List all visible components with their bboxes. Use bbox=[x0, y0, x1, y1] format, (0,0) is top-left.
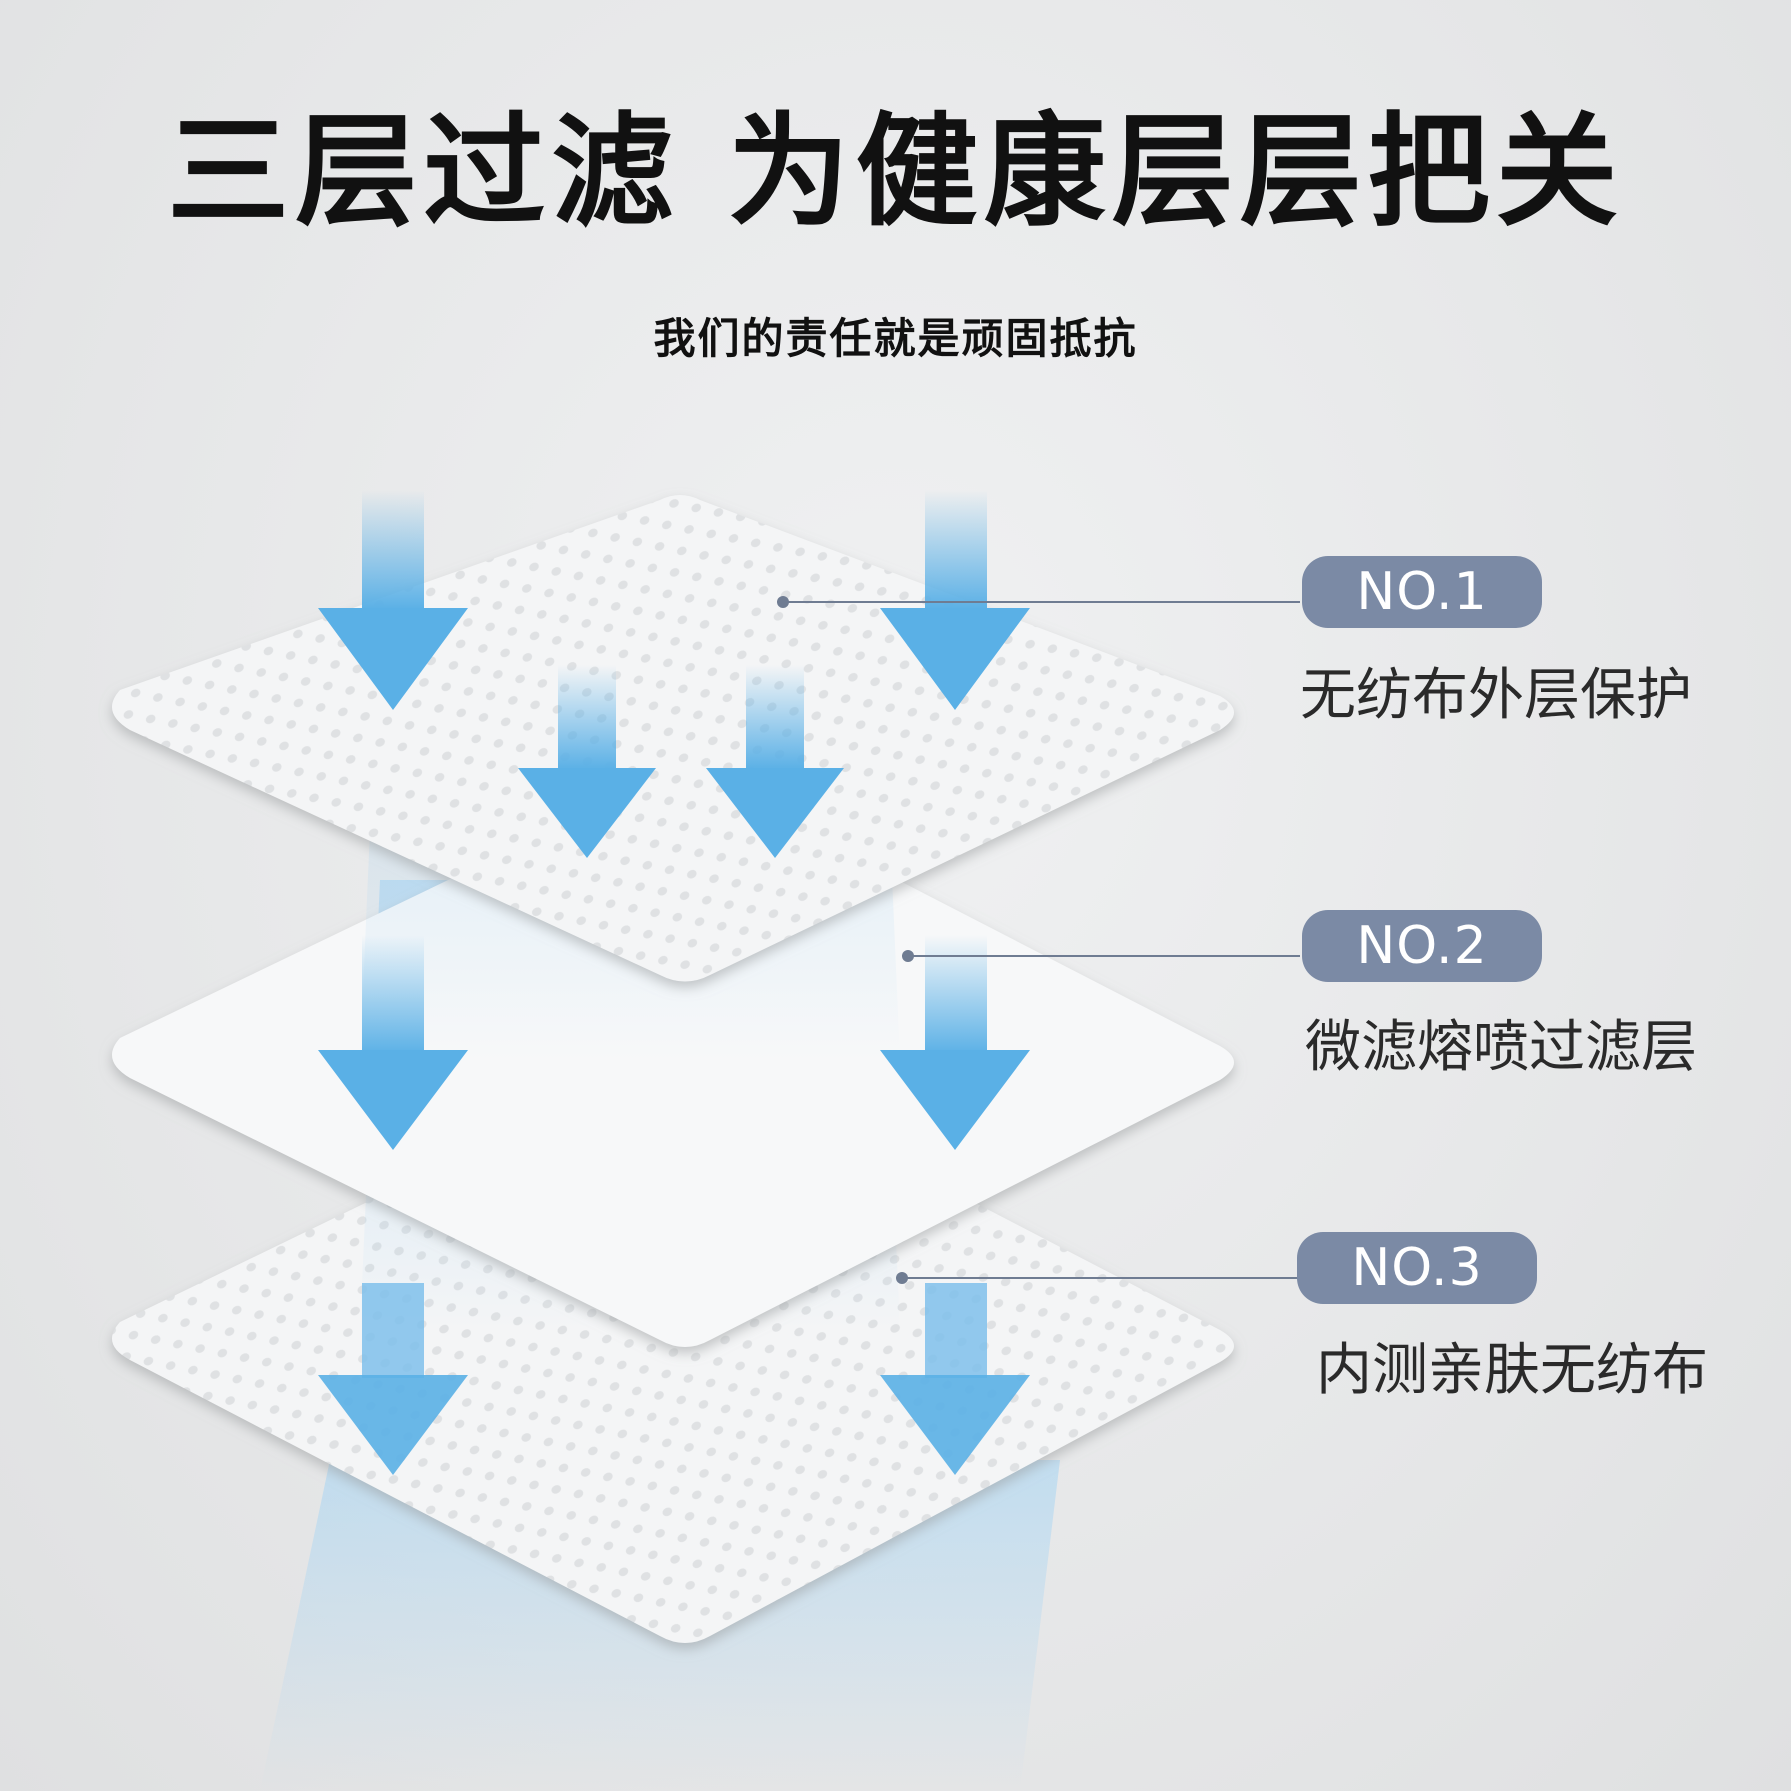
arrow-icon bbox=[880, 1283, 1030, 1475]
flow-arrows bbox=[318, 490, 1030, 1475]
arrow-icon bbox=[318, 935, 468, 1150]
page-subtitle: 我们的责任就是顽固抵抗 bbox=[653, 314, 1138, 363]
leader-lines bbox=[777, 596, 1300, 1284]
arrow-icon bbox=[318, 490, 468, 710]
layer-3-badge: NO.3 bbox=[1297, 1232, 1537, 1304]
layer-3-label: 内测亲肤无纺布 bbox=[1316, 1338, 1708, 1403]
layer-1-sheet bbox=[112, 495, 1234, 982]
layer-1-badge: NO.1 bbox=[1302, 556, 1542, 628]
layer-2-label: 微滤熔喷过滤层 bbox=[1305, 1015, 1697, 1080]
page-title: 三层过滤 为健康层层把关 bbox=[167, 101, 1624, 243]
arrow-icon bbox=[518, 665, 656, 858]
layer-1-label: 无纺布外层保护 bbox=[1300, 663, 1692, 728]
arrow-icon bbox=[318, 1283, 468, 1475]
arrow-icon bbox=[706, 665, 844, 858]
layer-2-badge: NO.2 bbox=[1302, 910, 1542, 982]
arrow-icon bbox=[880, 490, 1030, 710]
